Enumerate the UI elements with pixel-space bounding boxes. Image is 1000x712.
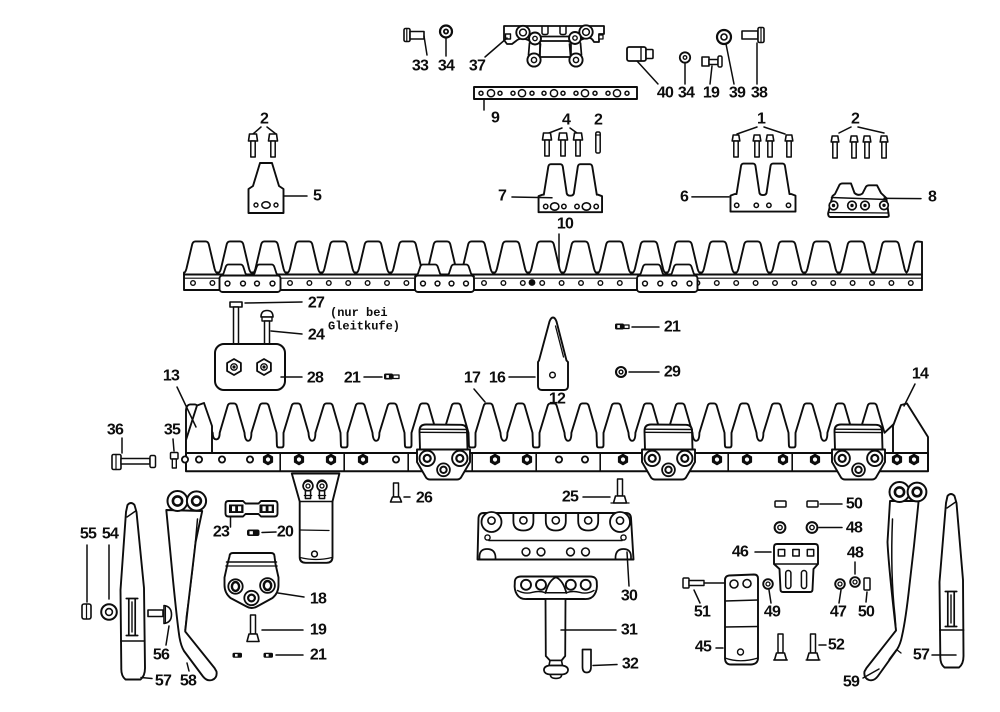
svg-text:(nur bei: (nur bei bbox=[330, 306, 388, 320]
svg-text:46: 46 bbox=[732, 544, 749, 561]
svg-text:17: 17 bbox=[464, 370, 481, 387]
svg-text:8: 8 bbox=[928, 189, 937, 206]
svg-text:51: 51 bbox=[694, 604, 711, 621]
svg-text:56: 56 bbox=[153, 647, 170, 664]
svg-text:52: 52 bbox=[828, 637, 845, 654]
svg-text:57: 57 bbox=[913, 647, 930, 664]
svg-text:19: 19 bbox=[703, 85, 720, 102]
svg-text:1: 1 bbox=[757, 111, 766, 128]
svg-text:45: 45 bbox=[695, 639, 712, 656]
svg-text:36: 36 bbox=[107, 422, 124, 439]
svg-text:2: 2 bbox=[260, 111, 269, 128]
svg-text:29: 29 bbox=[664, 364, 681, 381]
svg-text:2: 2 bbox=[594, 112, 603, 129]
svg-text:4: 4 bbox=[562, 112, 571, 129]
svg-text:24: 24 bbox=[308, 327, 325, 344]
svg-text:2: 2 bbox=[851, 111, 860, 128]
svg-text:48: 48 bbox=[846, 520, 863, 537]
svg-text:37: 37 bbox=[469, 58, 486, 75]
svg-text:28: 28 bbox=[307, 370, 324, 387]
svg-text:26: 26 bbox=[416, 490, 433, 507]
svg-text:23: 23 bbox=[213, 524, 230, 541]
svg-text:30: 30 bbox=[621, 588, 638, 605]
svg-text:7: 7 bbox=[498, 188, 507, 205]
svg-text:32: 32 bbox=[622, 656, 639, 673]
svg-text:50: 50 bbox=[846, 496, 863, 513]
svg-text:25: 25 bbox=[562, 489, 579, 506]
svg-text:18: 18 bbox=[310, 591, 327, 608]
svg-text:21: 21 bbox=[664, 319, 681, 336]
svg-text:21: 21 bbox=[344, 370, 361, 387]
svg-text:9: 9 bbox=[491, 110, 500, 127]
svg-text:16: 16 bbox=[489, 370, 506, 387]
svg-text:47: 47 bbox=[830, 604, 847, 621]
svg-text:48: 48 bbox=[847, 545, 864, 562]
svg-text:21: 21 bbox=[310, 647, 327, 664]
svg-text:14: 14 bbox=[912, 366, 929, 383]
svg-text:20: 20 bbox=[277, 524, 294, 541]
svg-text:5: 5 bbox=[313, 188, 322, 205]
svg-text:34: 34 bbox=[678, 85, 695, 102]
svg-text:33: 33 bbox=[412, 58, 429, 75]
svg-text:54: 54 bbox=[102, 526, 119, 543]
svg-text:40: 40 bbox=[657, 85, 674, 102]
svg-text:49: 49 bbox=[764, 604, 781, 621]
svg-text:34: 34 bbox=[438, 58, 455, 75]
svg-text:13: 13 bbox=[163, 368, 180, 385]
svg-text:31: 31 bbox=[621, 622, 638, 639]
svg-text:35: 35 bbox=[164, 422, 181, 439]
svg-text:50: 50 bbox=[858, 604, 875, 621]
svg-text:39: 39 bbox=[729, 85, 746, 102]
svg-text:57: 57 bbox=[155, 673, 172, 690]
svg-text:38: 38 bbox=[751, 85, 768, 102]
svg-text:55: 55 bbox=[80, 526, 97, 543]
svg-text:6: 6 bbox=[680, 189, 689, 206]
svg-text:59: 59 bbox=[843, 674, 860, 691]
svg-text:10: 10 bbox=[557, 216, 574, 233]
svg-text:58: 58 bbox=[180, 673, 197, 690]
svg-text:Gleitkufe): Gleitkufe) bbox=[328, 320, 400, 334]
svg-text:19: 19 bbox=[310, 622, 327, 639]
svg-text:27: 27 bbox=[308, 295, 325, 312]
